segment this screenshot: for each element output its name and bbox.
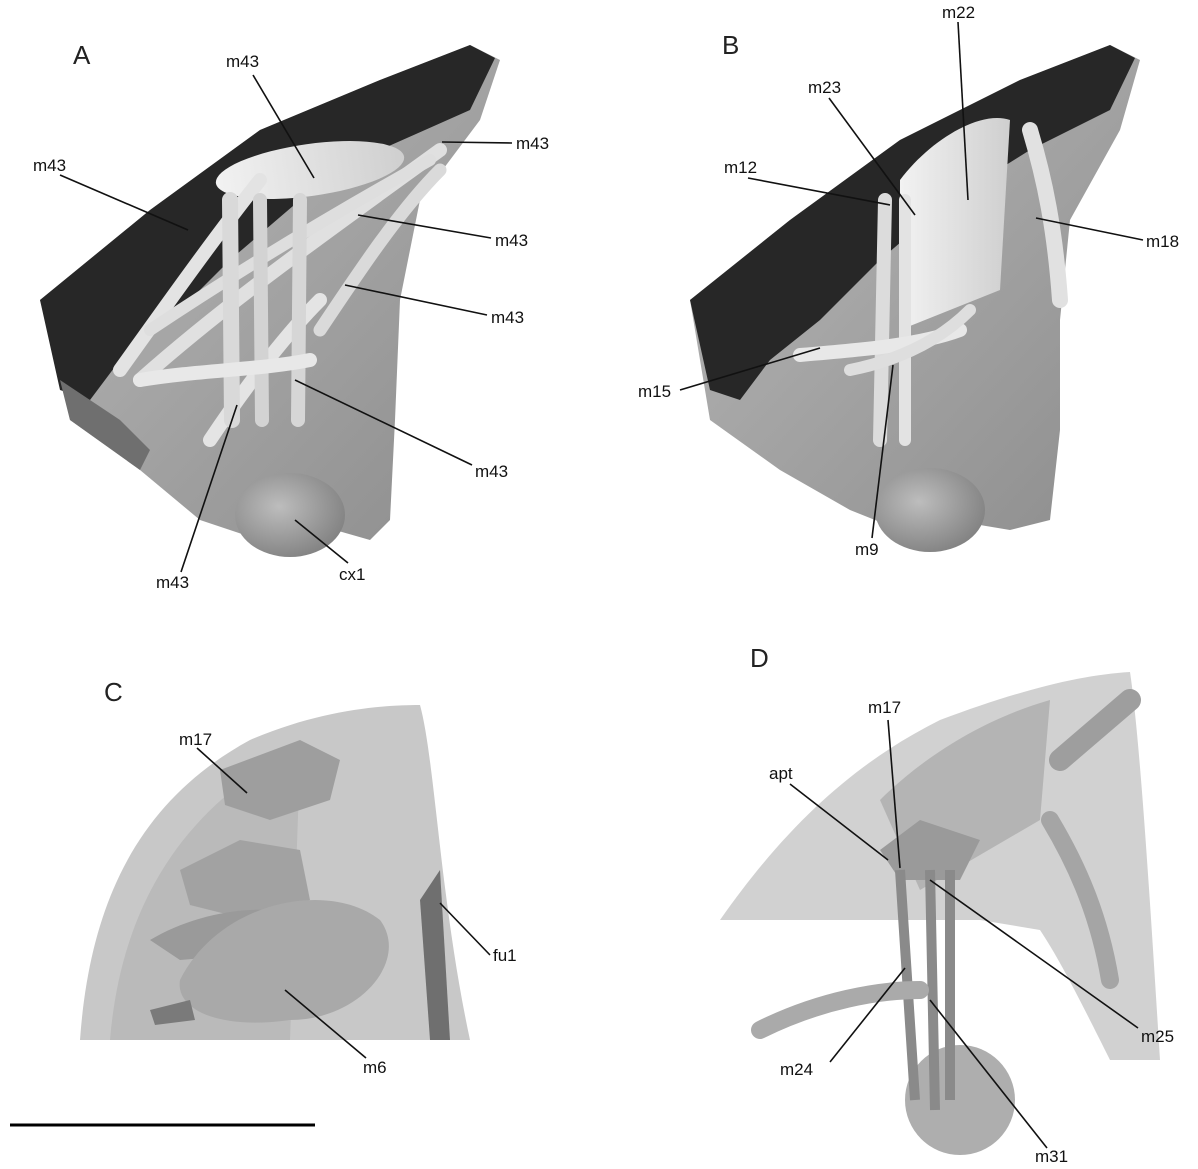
panel-a-label-m43-left: m43 bbox=[33, 156, 66, 176]
panel-a-letter: A bbox=[73, 40, 90, 71]
panel-b-label-m22: m22 bbox=[942, 3, 975, 23]
panel-a-label-m43-right-mid: m43 bbox=[495, 231, 528, 251]
panel-c-label-m6: m6 bbox=[363, 1058, 387, 1078]
panel-b-label-m18: m18 bbox=[1146, 232, 1179, 252]
panel-c-illustration bbox=[80, 705, 470, 1040]
panel-d-label-m25: m25 bbox=[1141, 1027, 1174, 1047]
panel-d-label-m24: m24 bbox=[780, 1060, 813, 1080]
panel-a-label-m43-top: m43 bbox=[226, 52, 259, 72]
panel-a-label-m43-right-lower: m43 bbox=[491, 308, 524, 328]
panel-b-illustration bbox=[690, 45, 1140, 552]
panel-a-label-cx1: cx1 bbox=[339, 565, 365, 585]
panel-c-letter: C bbox=[104, 677, 123, 708]
panel-a-label-m43-bottom: m43 bbox=[156, 573, 189, 593]
panel-c-label-fu1: fu1 bbox=[493, 946, 517, 966]
panel-d-label-m31: m31 bbox=[1035, 1147, 1068, 1167]
panel-d-illustration bbox=[720, 672, 1160, 1155]
panel-b-label-m9: m9 bbox=[855, 540, 879, 560]
panel-d-letter: D bbox=[750, 643, 769, 674]
panel-b-label-m12: m12 bbox=[724, 158, 757, 178]
panel-a-label-m43-right-top: m43 bbox=[516, 134, 549, 154]
panel-d-label-m17: m17 bbox=[868, 698, 901, 718]
panel-a-label-m43-right-bottom: m43 bbox=[475, 462, 508, 482]
panel-a-illustration bbox=[40, 45, 500, 557]
panel-b-label-m23: m23 bbox=[808, 78, 841, 98]
panel-b-letter: B bbox=[722, 30, 739, 61]
panel-b-label-m15: m15 bbox=[638, 382, 671, 402]
panel-c-label-m17: m17 bbox=[179, 730, 212, 750]
panel-d-label-apt: apt bbox=[769, 764, 793, 784]
